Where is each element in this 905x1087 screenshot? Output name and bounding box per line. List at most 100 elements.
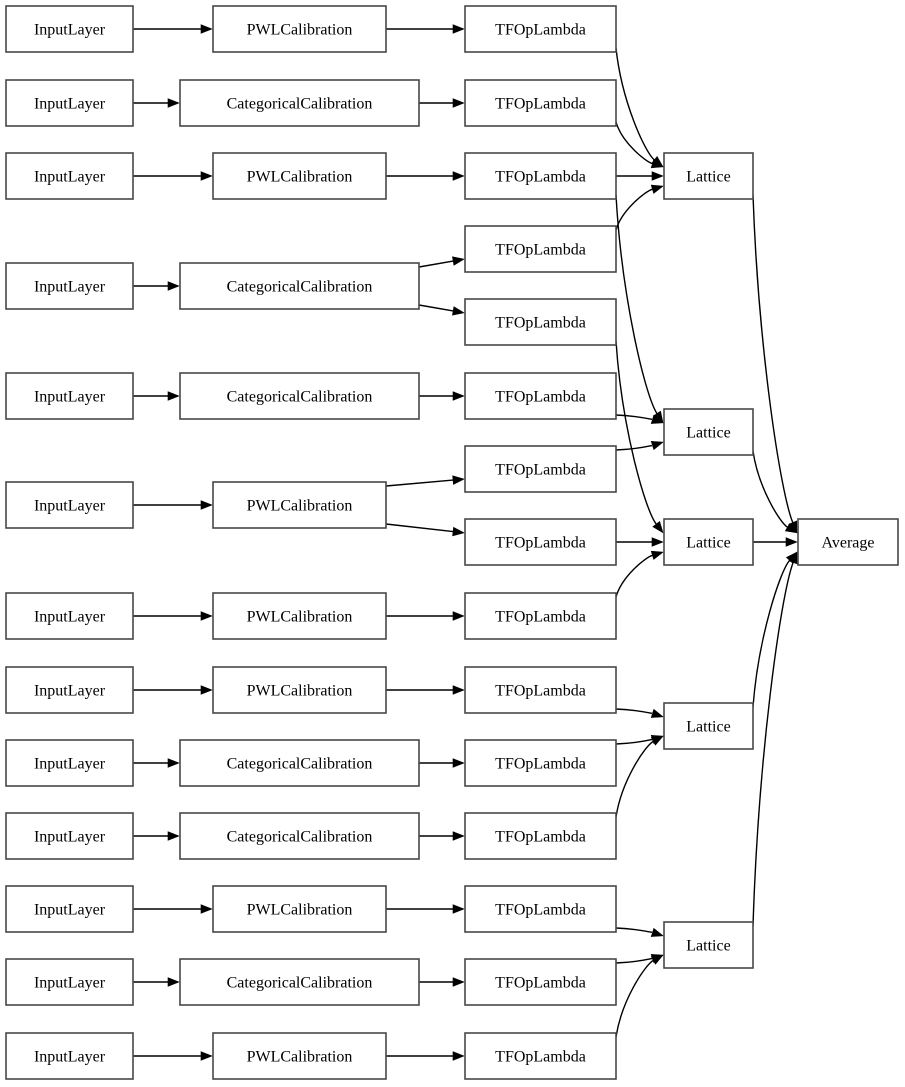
edge-in12-to-cal12 [133,977,180,987]
arrowhead-icon [452,611,465,621]
node-box [464,152,617,200]
node-pwlcalibration-cal3: PWLCalibration [212,152,387,200]
arrowhead-icon [200,904,213,914]
arrowhead-icon [452,256,465,266]
node-tfop-lambda-tf4: TFOpLambda [464,225,617,273]
edge-in2-to-cal2 [133,98,180,108]
edge-cal9-to-tf11 [419,758,465,768]
node-lattice-lat5: Lattice [663,921,754,969]
node-box [464,812,617,860]
edge-cal10-to-tf12 [419,831,465,841]
node-box [212,1032,387,1080]
arrowhead-icon [452,685,465,695]
edge-in1-to-cal1 [133,24,213,34]
node-tfop-lambda-tf9: TFOpLambda [464,592,617,640]
edge-tf15-to-lat5 [615,954,664,1038]
edge-line [615,738,654,745]
arrowhead-icon [650,708,664,718]
arrowhead-icon [200,24,213,34]
edge-line [752,562,794,927]
node-box [179,372,420,420]
node-tfop-lambda-tf11: TFOpLambda [464,739,617,787]
node-categorical-calibration-cal2: CategoricalCalibration [179,79,420,127]
arrowhead-icon [452,98,465,108]
arrowhead-icon [452,977,465,987]
node-box [464,79,617,127]
arrowhead-icon [650,735,664,746]
arrowhead-icon [167,98,180,108]
edge-in11-to-cal11 [133,904,213,914]
node-input-layer-in6: InputLayer [5,481,134,529]
node-input-layer-in7: InputLayer [5,592,134,640]
arrowhead-icon [651,537,664,547]
edge-line [385,523,454,533]
node-pwlcalibration-cal13: PWLCalibration [212,1032,387,1080]
edge-in8-to-cal8 [133,685,213,695]
edge-line [615,554,653,598]
arrowhead-icon [452,306,465,316]
arrowhead-icon [200,611,213,621]
edge-in9-to-cal9 [133,758,180,768]
node-box [464,666,617,714]
edge-tf8-to-lat3 [616,537,664,547]
edge-line [615,414,654,421]
node-lattice-lat4: Lattice [663,702,754,750]
node-box [663,518,754,566]
edge-tf7-to-lat2 [615,441,664,451]
arrowhead-icon [650,159,664,169]
node-box [464,445,617,493]
node-categorical-calibration-cal9: CategoricalCalibration [179,739,420,787]
node-pwlcalibration-cal8: PWLCalibration [212,666,387,714]
node-box [663,921,754,969]
edge-lat3-to-avg [753,537,798,547]
node-tfop-lambda-tf5: TFOpLambda [464,298,617,346]
arrowhead-icon [650,441,664,451]
node-tfop-lambda-tf3: TFOpLambda [464,152,617,200]
node-box [464,372,617,420]
edge-lat1-to-avg [752,194,798,534]
edge-cal13-to-tf15 [386,1051,465,1061]
node-input-layer-in3: InputLayer [5,152,134,200]
node-categorical-calibration-cal5: CategoricalCalibration [179,372,420,420]
node-box [5,666,134,714]
node-box [464,592,617,640]
edge-lat2-to-avg [752,450,798,534]
edge-line [615,340,657,525]
edge-in5-to-cal5 [133,391,180,401]
edge-cal6-to-tf8 [385,523,465,537]
node-box [5,262,134,310]
edge-line [615,444,654,451]
node-box [5,5,134,53]
edge-in7-to-cal7 [133,611,213,621]
node-pwlcalibration-cal1: PWLCalibration [212,5,387,53]
edge-line [615,121,653,165]
arrowhead-icon [167,391,180,401]
edge-cal4-to-tf4 [418,256,465,268]
edge-line [752,194,794,523]
node-box [464,958,617,1006]
node-box [5,481,134,529]
arrowhead-icon [200,171,213,181]
edge-cal4-to-tf5 [418,304,465,316]
node-input-layer-in4: InputLayer [5,262,134,310]
arrowhead-icon [650,954,664,965]
edge-tf10-to-lat4 [615,708,664,718]
node-categorical-calibration-cal4: CategoricalCalibration [179,262,420,310]
arrowhead-icon [650,184,664,194]
node-box [464,739,617,787]
edge-tf1-to-lat1 [615,47,664,168]
edge-line [615,188,653,231]
node-box [464,298,617,346]
node-box [212,592,387,640]
node-input-layer-in11: InputLayer [5,885,134,933]
node-tfop-lambda-tf8: TFOpLambda [464,518,617,566]
edge-line [615,957,654,964]
edge-in13-to-cal13 [133,1051,213,1061]
node-tfop-lambda-tf14: TFOpLambda [464,958,617,1006]
arrowhead-icon [650,550,664,560]
edge-line [615,740,654,818]
arrowhead-icon [167,281,180,291]
node-box [464,518,617,566]
node-tfop-lambda-tf13: TFOpLambda [464,885,617,933]
